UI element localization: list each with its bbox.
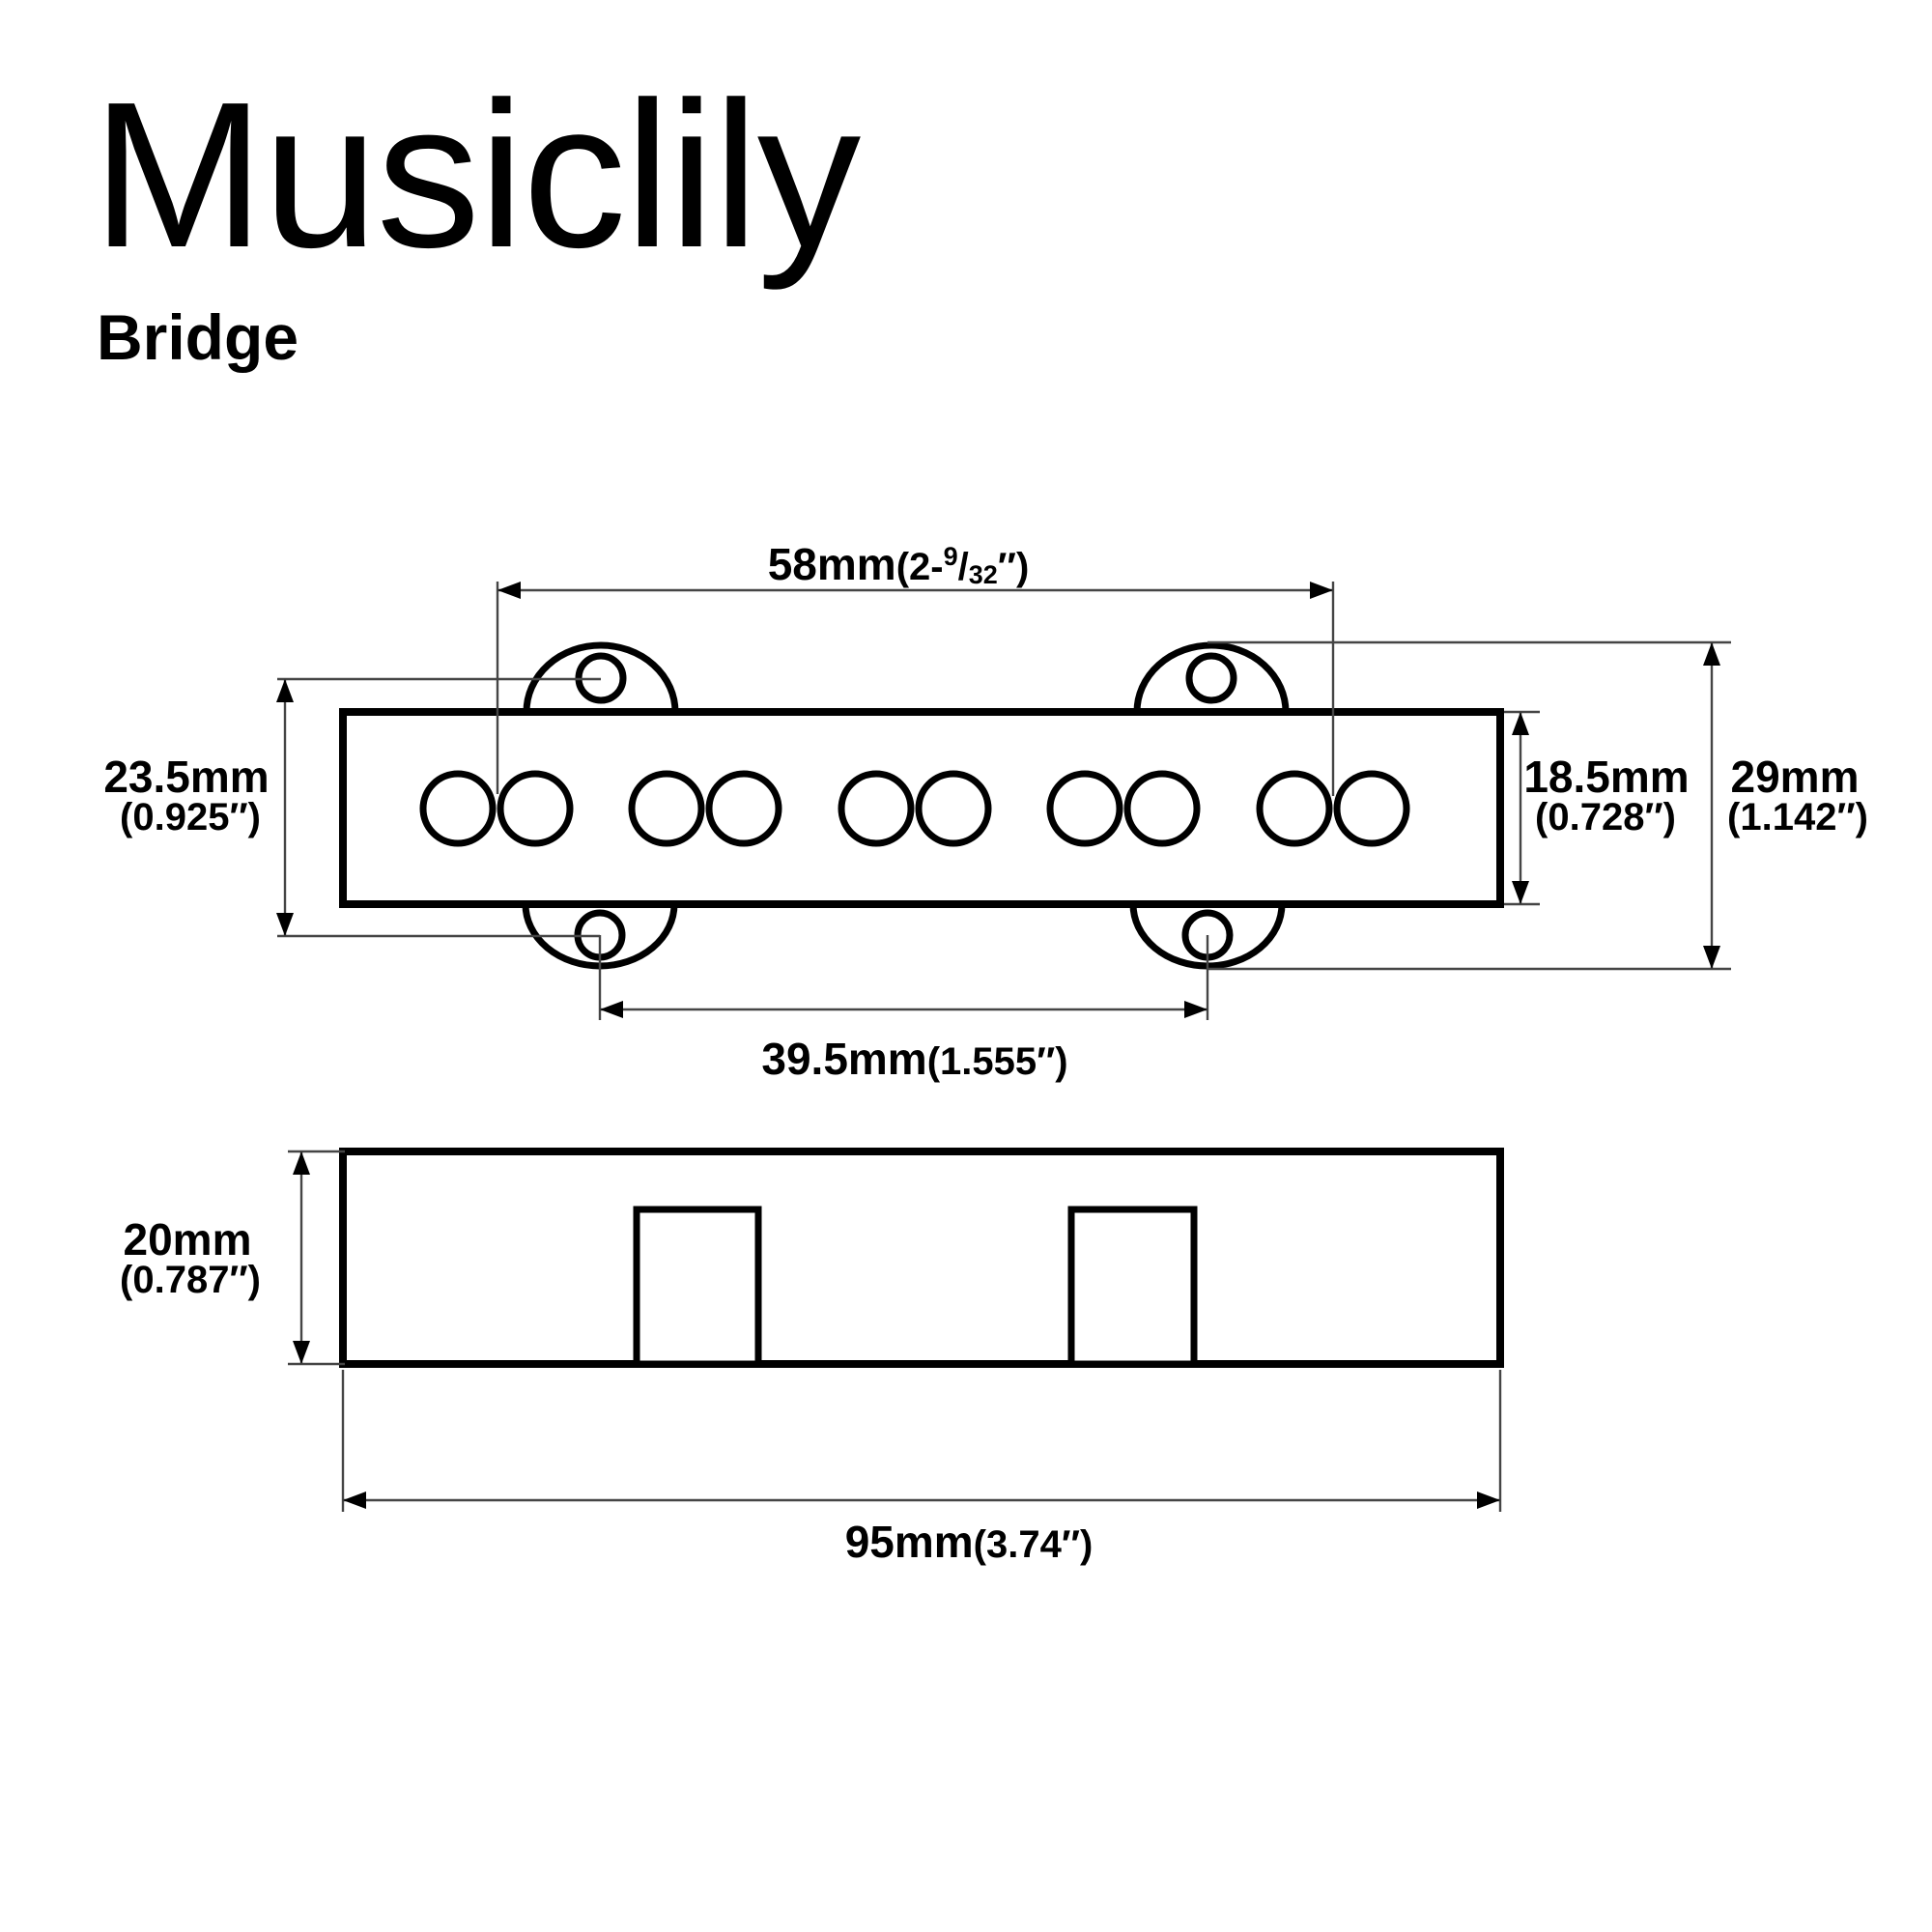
pole-piece [497,770,574,847]
mounting-tab-left [633,1206,762,1368]
mounting-tab-right [1067,1206,1198,1368]
pole-piece [1046,770,1123,847]
arrowhead [276,679,294,702]
dim-label-39-5mm: 39.5mm(1.555″) [761,1034,1067,1084]
dim-label-18-5mm-inches: (0.728″) [1535,796,1676,838]
dim-label-23-5mm: 23.5mm [103,752,269,802]
arrowhead [1477,1492,1500,1509]
mounting-hole-top-right [1185,652,1237,704]
pickup-body-side-view [339,1148,1504,1368]
dim-label-95mm: 95mm(3.74″) [845,1517,1094,1567]
arrowhead [1512,881,1529,904]
dim-label-20mm-inches: (0.787″) [120,1259,261,1301]
arrowhead [293,1151,310,1175]
pole-piece [915,770,992,847]
dim-label-18-5mm: 18.5mm [1523,752,1689,802]
dimension-18-5mm: 18.5mm (0.728″) [1504,710,1690,906]
arrowhead [1703,642,1720,666]
arrowhead [497,582,521,599]
dim-label-20mm: 20mm [124,1214,252,1264]
dim-label-58mm: 58mm(2-9/32″) [768,539,1030,589]
pole-piece [1333,770,1410,847]
pole-piece [705,770,782,847]
arrowhead [1184,1001,1208,1018]
page-subtitle: Bridge [97,301,298,373]
dimension-29mm: 29mm (1.142″) [1208,640,1868,971]
arrowhead [600,1001,623,1018]
pole-piece [1123,770,1201,847]
arrowhead [343,1492,366,1509]
dim-label-29mm: 29mm [1731,752,1860,802]
arrowhead [1703,946,1720,969]
arrowhead [1512,712,1529,735]
dimension-39-5mm: 39.5mm(1.555″) [598,935,1209,1084]
pole-piece [838,770,915,847]
dim-label-29mm-inches: (1.142″) [1727,796,1868,838]
pole-piece [628,770,705,847]
dimension-20mm: 20mm (0.787″) [120,1150,345,1366]
dimension-58mm: 58mm(2-9/32″) [496,539,1335,796]
arrowhead [1310,582,1333,599]
dimension-23-5mm: 23.5mm (0.925″) [103,677,601,938]
dimension-95mm: 95mm(3.74″) [341,1370,1502,1567]
pole-piece [419,770,497,847]
pickup-side-view [339,1148,1504,1368]
arrowhead [293,1341,310,1364]
brand-title: Musiclily [92,58,862,291]
arrowhead [276,913,294,936]
pole-piece [1256,770,1333,847]
dim-label-23-5mm-inches: (0.925″) [120,796,261,838]
